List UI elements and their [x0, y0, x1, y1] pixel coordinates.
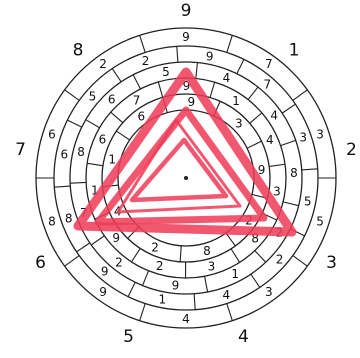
ring-1-divider [140, 304, 146, 321]
ring-5-divider [116, 131, 129, 140]
ring-4-value: 1 [232, 94, 240, 108]
ring-2-value: 5 [304, 195, 312, 209]
ring-4-divider [250, 113, 262, 123]
ring-3-value: 5 [162, 65, 170, 79]
center-point [184, 176, 188, 180]
ring-1-value: 5 [316, 215, 324, 229]
ring-2-value: 2 [142, 54, 150, 68]
ring-3-divider [86, 120, 100, 128]
outer-label: 8 [73, 40, 84, 60]
ring-1-value: 9 [99, 285, 107, 299]
ring-3-value: 6 [108, 93, 116, 107]
ring-4-divider [231, 249, 240, 263]
ring-3-value: 1 [231, 267, 239, 281]
ring-4-divider [87, 163, 103, 165]
ring-1-value: 7 [265, 57, 273, 71]
outer-label: 9 [181, 1, 192, 21]
ring-1-value: 2 [99, 57, 107, 71]
outer-label: 2 [346, 140, 357, 160]
ring-4-divider [132, 248, 141, 261]
ring-5-value: 2 [151, 240, 159, 254]
ring-2-value: 4 [223, 288, 231, 302]
outer-label: 3 [326, 253, 337, 273]
ring-3-divider [133, 75, 140, 89]
ring-3-divider [143, 271, 149, 286]
ring-4-value: 2 [156, 259, 164, 273]
ring-1-value: 3 [265, 285, 273, 299]
ring-1-value: 8 [48, 215, 56, 229]
ring-5-value: 1 [108, 153, 116, 167]
outer-label: 1 [289, 40, 300, 60]
ring-3-value: 9 [172, 278, 180, 292]
ring-2-divider [282, 104, 295, 113]
ring-5-value: 6 [138, 110, 146, 124]
ring-2-value: 9 [101, 265, 109, 279]
outer-label: 4 [238, 327, 249, 347]
ring-2-value: 9 [206, 49, 214, 63]
ring-2-divider [112, 69, 121, 82]
ring-2-divider [251, 274, 260, 287]
ring-1-divider [293, 90, 308, 101]
ring-3-value: 4 [223, 71, 231, 85]
ring-3-value: 8 [77, 145, 85, 159]
ring-3-divider [283, 202, 299, 206]
ring-3-divider [196, 63, 198, 79]
ring-2-divider [177, 46, 178, 62]
ring-2-divider [54, 186, 70, 187]
ring-1-value: 6 [48, 127, 56, 141]
ring-4-value: 3 [208, 259, 216, 273]
ring-3-divider [70, 182, 86, 183]
ring-2-divider [302, 169, 318, 170]
ring-2-value: 5 [89, 90, 97, 104]
ring-4-divider [210, 82, 215, 97]
ring-3-divider [91, 236, 104, 245]
ring-2-value: 1 [159, 293, 167, 307]
outer-label: 6 [35, 253, 46, 273]
ring-5-divider [226, 233, 235, 246]
ring-3-divider [248, 87, 258, 100]
ring-2-divider [128, 282, 135, 296]
ring-1-divider [65, 256, 80, 267]
ring-4-value: 3 [273, 185, 281, 199]
ring-3-divider [255, 251, 266, 263]
ring-2-value: 8 [65, 211, 73, 225]
ring-3-value: 8 [290, 166, 298, 180]
ring-5-value: 8 [203, 244, 211, 258]
ring-1-value: 9 [182, 30, 190, 44]
ring-5-value: 9 [187, 95, 195, 109]
ring-4-divider [269, 164, 285, 166]
ring-4-divider [111, 112, 123, 123]
ring-1-value: 4 [182, 312, 190, 326]
ring-4-value: 4 [266, 133, 274, 147]
ring-5-divider [247, 141, 261, 148]
ring-2-divider [67, 120, 81, 127]
ring-3-divider [281, 140, 296, 145]
ring-5-divider [180, 246, 181, 262]
ring-2-value: 6 [60, 147, 68, 161]
ring-2-value: 2 [276, 252, 284, 266]
ring-4-value: 9 [112, 231, 120, 245]
ring-2-value: 3 [299, 131, 307, 145]
ring-1-divider [293, 256, 308, 267]
ring-4-value: 7 [133, 93, 141, 107]
ring-1-divider [140, 35, 146, 52]
ring-4-value: 6 [99, 132, 107, 146]
outer-label: 5 [123, 327, 134, 347]
ring-1-divider [65, 90, 80, 101]
ring-2-divider [237, 59, 244, 73]
ring-1-divider [227, 304, 233, 321]
ring-5-value: 3 [235, 116, 243, 130]
ring-4-divider [158, 82, 162, 97]
ring-2-divider [77, 243, 90, 252]
ring-1-value: 3 [316, 127, 324, 141]
ring-3-value: 4 [270, 109, 278, 123]
ring-2-value: 7 [264, 77, 272, 91]
outer-label: 7 [15, 140, 26, 160]
ring-3-divider [205, 276, 208, 292]
ring-2-divider [194, 294, 195, 310]
ring-3-value: 2 [115, 256, 123, 270]
ring-1-divider [227, 35, 233, 52]
